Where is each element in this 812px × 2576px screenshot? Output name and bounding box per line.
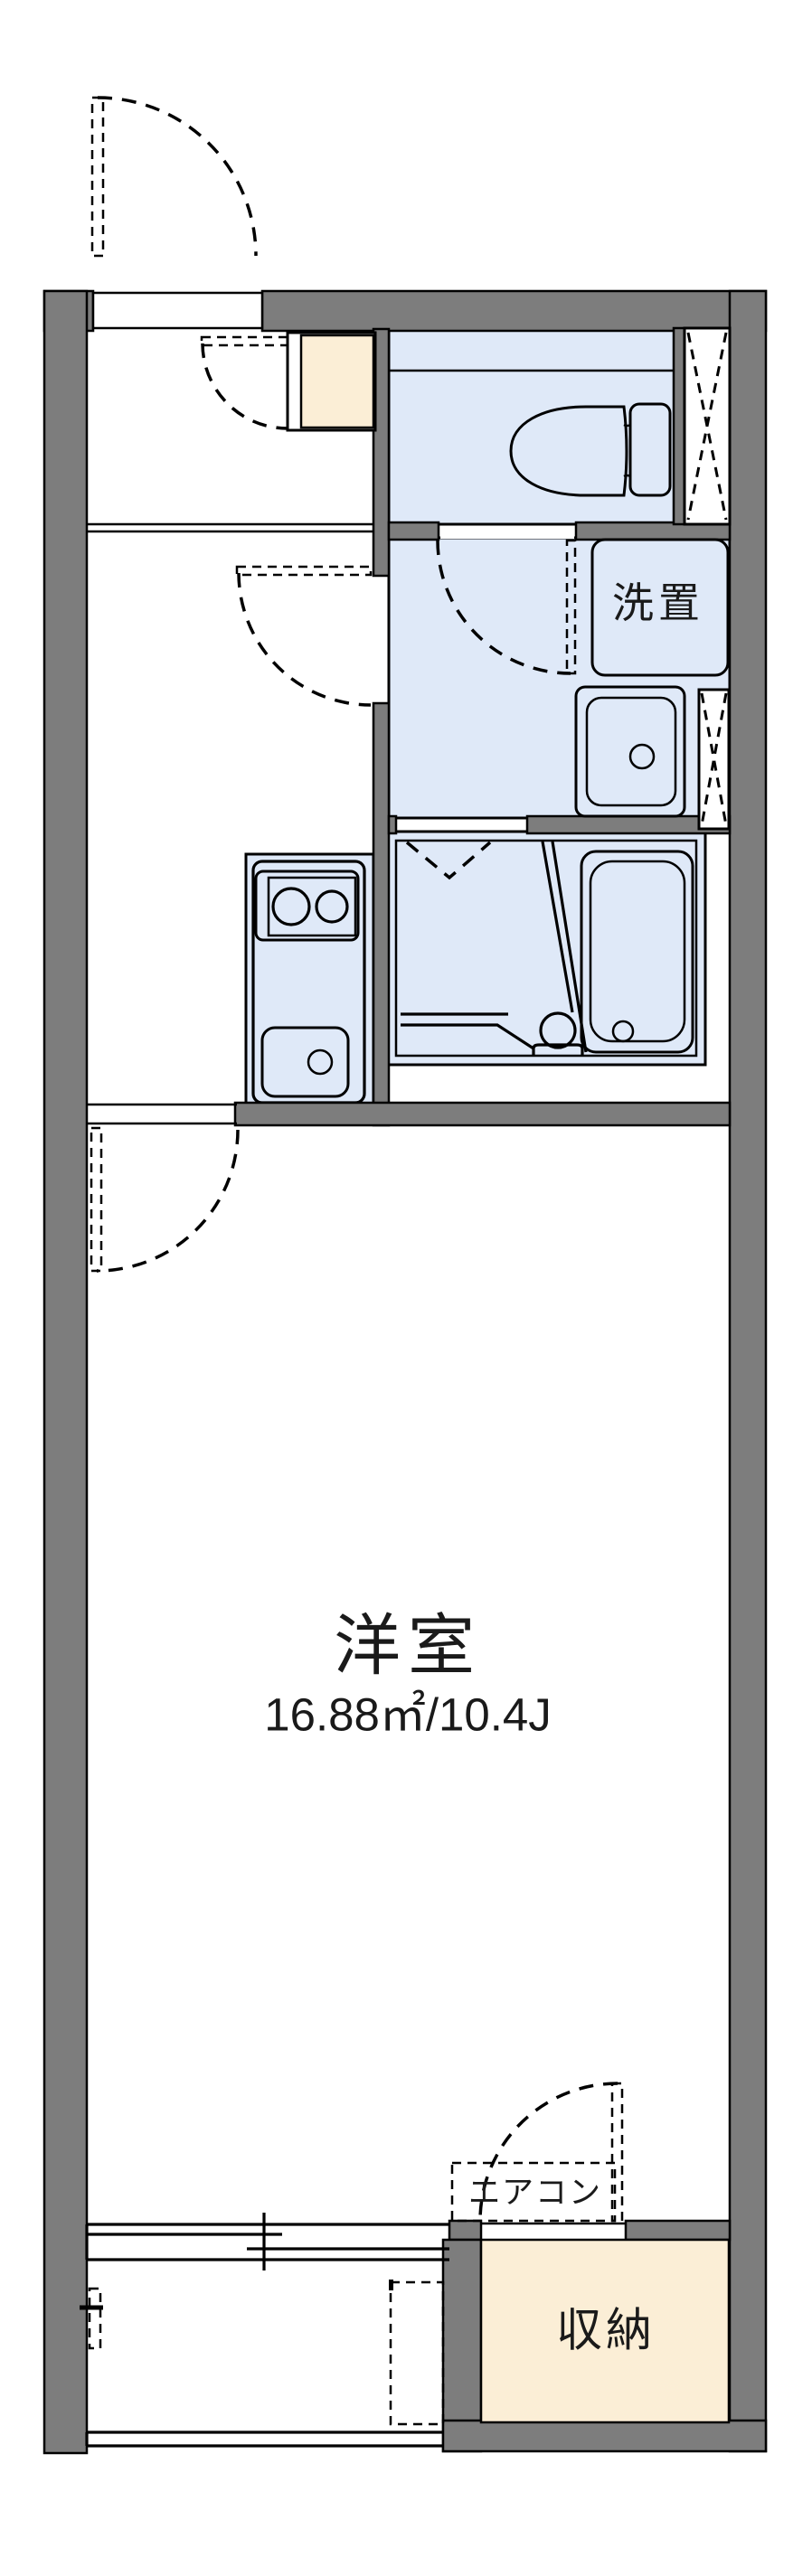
walls [42, 289, 768, 2455]
bathtub-icon [580, 850, 694, 1054]
washbasin-icon [574, 685, 686, 818]
balcony-window-icon [85, 2430, 443, 2448]
genkan-door-icon [200, 335, 289, 430]
bathroom-folding-door-icon [405, 841, 492, 880]
pipe-space-icon [683, 326, 732, 526]
main-room-door-icon [90, 1126, 240, 1273]
closet-door-icon [478, 2082, 624, 2223]
room-closet [479, 2238, 731, 2424]
aircon-label: エアコン [467, 2175, 603, 2211]
shoe-cabinet [286, 331, 377, 432]
pipe-space-2-icon [697, 688, 731, 831]
kitchen-counter [244, 852, 375, 1111]
closet-label: 収納 [555, 2304, 656, 2356]
washroom-door-icon [235, 565, 373, 707]
south-window-icon [85, 2213, 449, 2270]
genkan-step-line [87, 522, 373, 533]
entrance-opening [91, 291, 264, 330]
aircon-box [450, 2161, 617, 2223]
toilet-icon [509, 402, 672, 497]
washer-space-box [590, 538, 730, 677]
shower-area-icon [401, 841, 588, 1056]
washer-space-label: 洗置 [612, 579, 704, 626]
stove-icon [254, 870, 360, 942]
toilet-door-icon [436, 539, 577, 675]
toilet-doorway [440, 527, 574, 539]
equipment-dashed-box [389, 2280, 445, 2426]
main-room-doorway [87, 1103, 237, 1125]
side-vent-icon [80, 2287, 103, 2350]
main-room-label: 洋室 [334, 1608, 482, 1683]
kitchen-sink-icon [260, 1026, 350, 1098]
entrance-door-icon [90, 96, 258, 258]
main-room-area-label: 16.88㎡/10.4J [264, 1688, 552, 1741]
